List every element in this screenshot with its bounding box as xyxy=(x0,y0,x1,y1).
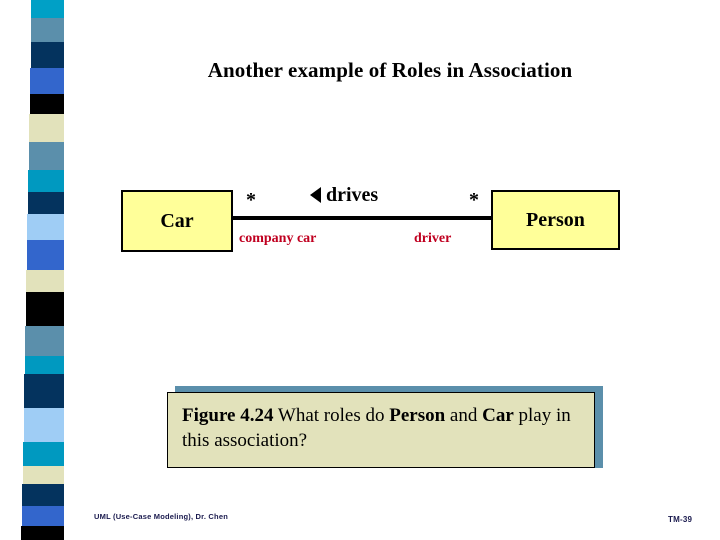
caption-text: Figure 4.24 What roles do Person and Car… xyxy=(182,403,580,453)
stripe-segment xyxy=(28,170,64,192)
page-title: Another example of Roles in Association xyxy=(207,58,573,82)
stripe-segment xyxy=(31,18,64,42)
stripe-segment xyxy=(25,326,64,356)
left-triangle-icon xyxy=(310,187,321,203)
stripe-segment xyxy=(31,0,64,18)
caption-emphasis-person: Person xyxy=(389,405,446,426)
role-label-driver: driver xyxy=(414,231,452,246)
stripe-segment xyxy=(26,292,64,326)
caption-box: Figure 4.24 What roles do Person and Car… xyxy=(167,392,595,468)
stripe-segment xyxy=(24,374,64,408)
uml-class-name-person: Person xyxy=(526,209,585,231)
stripe-segment xyxy=(31,42,64,68)
caption-figure-number: Figure 4.24 xyxy=(182,405,274,426)
stripe-segment xyxy=(29,142,64,170)
stripe-segment xyxy=(28,192,64,214)
stripe-segment xyxy=(27,240,64,270)
multiplicity-right: * xyxy=(469,189,479,211)
association-name-group: drives xyxy=(310,185,378,205)
caption-segment-3: play in this association? xyxy=(182,405,571,452)
multiplicity-left: * xyxy=(246,189,256,211)
stripe-segment xyxy=(26,270,64,292)
stripe-segment xyxy=(22,506,64,526)
stripe-segment xyxy=(27,214,64,240)
stripe-segment xyxy=(30,68,64,94)
stripe-segment xyxy=(30,94,64,114)
role-label-company-car: company car xyxy=(239,231,317,246)
uml-class-name-car: Car xyxy=(160,210,194,232)
stripe-segment xyxy=(21,526,64,540)
caption-emphasis-car: Car xyxy=(482,405,514,426)
caption-segment-1: What roles do xyxy=(273,405,390,426)
stripe-segment xyxy=(23,466,64,484)
left-color-stripe xyxy=(0,0,90,540)
association-name-label: drives xyxy=(326,184,379,206)
footer-source-text: UML (Use-Case Modeling), Dr. Chen xyxy=(94,512,228,521)
uml-class-box-person[interactable]: Person xyxy=(491,190,620,250)
footer-page-number: TM-39 xyxy=(668,515,693,524)
stripe-segment xyxy=(22,484,64,506)
stripe-segment xyxy=(24,408,64,442)
caption-segment-2: and xyxy=(445,405,483,426)
uml-class-box-car[interactable]: Car xyxy=(121,190,233,252)
stripe-segment xyxy=(29,114,64,142)
association-line xyxy=(231,216,493,220)
stripe-segment xyxy=(23,442,64,466)
stripe-segment xyxy=(25,356,64,374)
